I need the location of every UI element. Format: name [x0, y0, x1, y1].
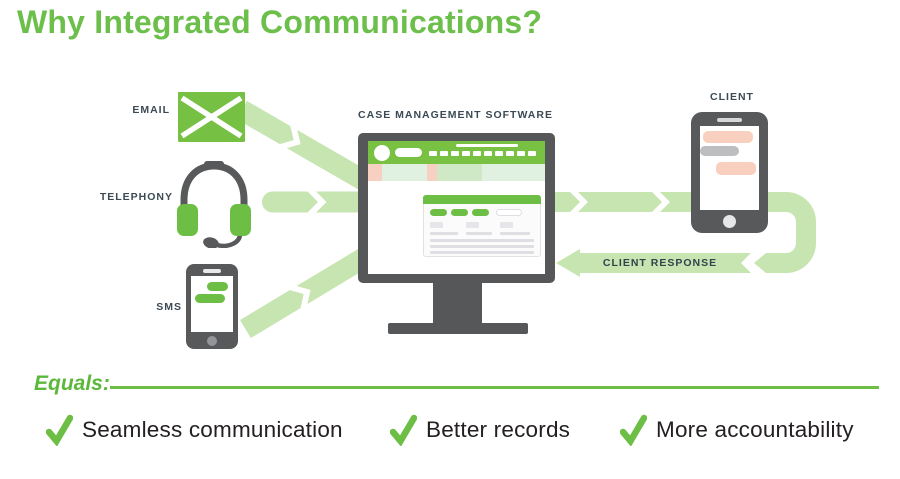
monitor-screen	[368, 141, 545, 274]
phone-home-button	[207, 336, 217, 346]
benefit-item: Better records	[390, 414, 570, 446]
monitor-base	[388, 323, 528, 334]
message-bubble	[207, 282, 228, 291]
dialog-header	[423, 195, 541, 204]
app-header-bar	[368, 141, 545, 164]
benefit-label: Better records	[426, 417, 571, 442]
logo-pill	[395, 148, 422, 157]
case-dialog	[423, 195, 541, 257]
avatar	[374, 144, 390, 161]
check-icon	[390, 414, 417, 446]
check-icon	[46, 414, 73, 446]
telephony-label: TELEPHONY	[99, 191, 173, 203]
page-title: Why Integrated Communications?	[17, 4, 543, 40]
message-bubble	[703, 131, 753, 143]
divider-line	[110, 386, 879, 389]
sms-label: SMS	[156, 301, 182, 313]
check-icon	[620, 414, 647, 446]
header-line	[456, 144, 518, 147]
message-bubble	[700, 146, 739, 156]
phone-speaker	[717, 118, 742, 122]
monitor-stand	[433, 283, 482, 325]
benefit-item: More accountability	[620, 414, 854, 446]
phone-screen	[700, 126, 759, 210]
phone-screen	[191, 276, 233, 332]
hub-label: CASE MANAGEMENT SOFTWARE	[358, 109, 553, 121]
client-response-label: CLIENT RESPONSE	[602, 257, 718, 269]
phone-home-button	[723, 215, 736, 228]
menu-dashes	[429, 151, 536, 156]
equals-label: Equals:	[34, 372, 110, 395]
monitor-icon	[358, 133, 555, 283]
client-phone-icon	[691, 112, 768, 233]
phone-speaker	[203, 269, 221, 273]
tab-strip	[368, 164, 545, 181]
message-bubble	[716, 162, 756, 175]
benefit-label: Seamless communication	[82, 417, 343, 442]
sms-phone-icon	[186, 264, 238, 349]
headset-icon	[177, 161, 251, 248]
email-label: EMAIL	[132, 104, 170, 116]
benefit-label: More accountability	[656, 417, 854, 442]
client-label: CLIENT	[710, 91, 754, 103]
envelope-icon	[178, 92, 245, 142]
benefit-item: Seamless communication	[46, 414, 343, 446]
message-bubble	[195, 294, 225, 303]
